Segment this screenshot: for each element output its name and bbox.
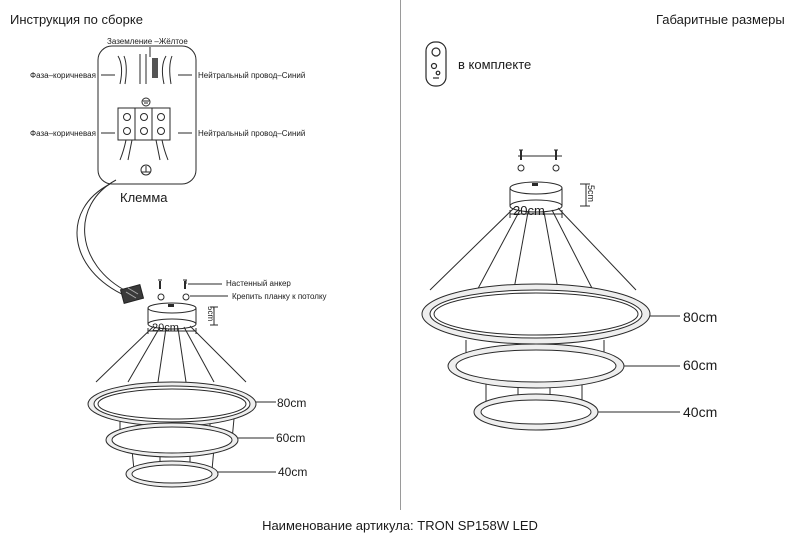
section-divider xyxy=(400,0,401,510)
phase-label-top: Фаза–коричневая xyxy=(30,71,96,80)
right-canopy-height: 5cm xyxy=(586,185,596,203)
included-label: в комплекте xyxy=(458,57,532,72)
dimensions-title: Габаритные размеры xyxy=(656,12,785,27)
right-ring-40: 40cm xyxy=(683,404,718,420)
assembly-diagram xyxy=(76,45,276,488)
ground-label: Заземление –Жёлтое xyxy=(107,37,188,46)
phase-label-bottom: Фаза–коричневая xyxy=(30,129,96,138)
terminal-box xyxy=(97,45,197,185)
right-ring-60: 60cm xyxy=(683,357,718,373)
right-ring-80: 80cm xyxy=(683,309,718,325)
article-name: Наименование артикула: TRON SP158W LED xyxy=(262,518,538,533)
left-canopy-height: 5cm xyxy=(206,306,215,322)
fix-plate-label: Крепить планку к потолку xyxy=(232,292,327,301)
neutral-label-bottom: Нейтральный провод–Синий xyxy=(198,129,306,138)
terminal-label: Клемма xyxy=(120,190,168,205)
wall-anchor-label: Настенный анкер xyxy=(226,279,291,288)
connector-block xyxy=(119,284,145,304)
left-ring-80: 80cm xyxy=(277,396,307,410)
neutral-label-top: Нейтральный провод–Синий xyxy=(198,71,306,80)
assembly-title: Инструкция по сборке xyxy=(10,12,143,27)
right-canopy-diameter: 20cm xyxy=(513,203,545,218)
remote-control-icon xyxy=(425,41,447,87)
left-ring-60: 60cm xyxy=(276,431,306,445)
dimension-diagram xyxy=(421,41,680,431)
left-canopy-diameter: 20cm xyxy=(152,322,179,334)
left-ring-40: 40cm xyxy=(278,465,308,479)
